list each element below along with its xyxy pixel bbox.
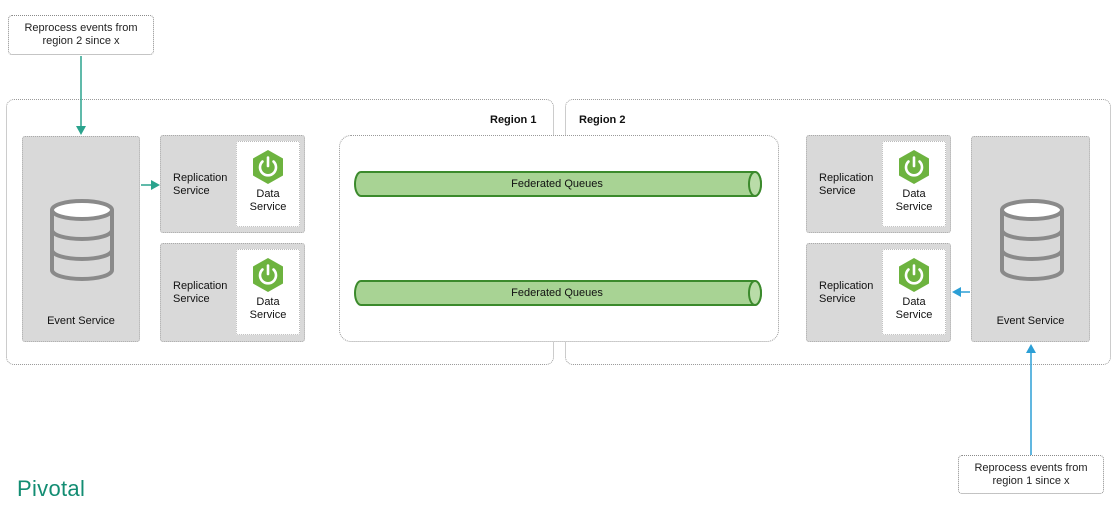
spring-power-icon <box>253 150 283 184</box>
replication-service-label: Replication Service <box>173 280 228 305</box>
pivotal-logo: Pivotal <box>17 476 85 502</box>
federated-queue-label: Federated Queues <box>511 178 603 190</box>
data-service-label: Data Service <box>895 296 933 321</box>
region-2-label: Region 2 <box>579 114 626 126</box>
left-event-service: Event Service <box>22 136 140 342</box>
note-line: region 1 since x <box>992 474 1070 487</box>
database-icon <box>50 199 114 281</box>
left-replication-service-1: Replication Service Data Service <box>160 135 305 233</box>
note-line: Reprocess events from <box>974 461 1088 474</box>
event-service-label: Event Service <box>996 315 1065 327</box>
event-service-label: Event Service <box>47 315 115 327</box>
note-reprocess-region2: Reprocess events from region 2 since x <box>8 15 154 55</box>
data-service-label: Data Service <box>249 296 287 321</box>
spring-power-icon <box>899 258 929 292</box>
note-line: Reprocess events from <box>24 22 138 34</box>
data-service-box: Data Service <box>882 249 946 335</box>
federated-queue-tube-2 <box>354 280 762 306</box>
logo-text: Pivotal <box>17 476 86 501</box>
left-replication-service-2: Replication Service Data Service <box>160 243 305 342</box>
data-service-box: Data Service <box>882 141 946 227</box>
replication-service-label: Replication Service <box>173 172 228 197</box>
database-icon <box>1000 199 1064 281</box>
right-event-service: Event Service <box>971 136 1090 342</box>
federated-queues-panel <box>339 135 779 342</box>
federated-queue-tube-1 <box>354 171 762 197</box>
right-replication-service-2: Replication Service Data Service <box>806 243 951 342</box>
data-service-label: Data Service <box>249 188 287 213</box>
spring-power-icon <box>253 258 283 292</box>
data-service-box: Data Service <box>236 141 300 227</box>
replication-service-label: Replication Service <box>819 172 874 197</box>
data-service-label: Data Service <box>895 188 933 213</box>
federated-queue-label: Federated Queues <box>511 287 603 299</box>
replication-service-label: Replication Service <box>819 280 874 305</box>
data-service-box: Data Service <box>236 249 300 335</box>
note-line: region 2 since x <box>42 35 120 47</box>
region-1-label: Region 1 <box>490 114 537 126</box>
right-replication-service-1: Replication Service Data Service <box>806 135 951 233</box>
note-reprocess-region1: Reprocess events from region 1 since x <box>958 455 1104 494</box>
spring-power-icon <box>899 150 929 184</box>
